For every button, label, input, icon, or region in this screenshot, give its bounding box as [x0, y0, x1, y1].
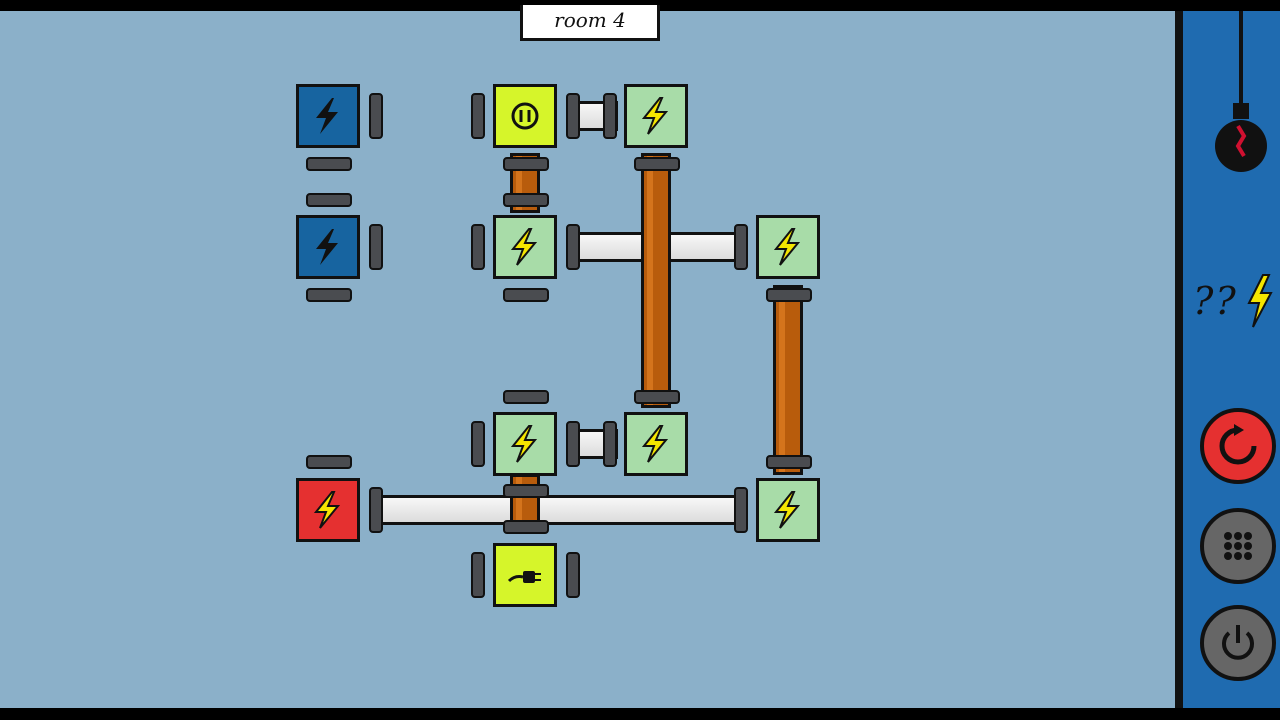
- reset-button[interactable]: [1200, 408, 1276, 484]
- bolt-black-icon: [316, 229, 338, 265]
- target-tile[interactable]: [493, 412, 557, 476]
- connector[interactable]: [566, 421, 580, 467]
- connector[interactable]: [369, 224, 383, 270]
- connector[interactable]: [766, 455, 812, 469]
- target-tile[interactable]: [756, 215, 820, 279]
- lightbulb-icon: [1215, 11, 1267, 172]
- connector[interactable]: [503, 288, 549, 302]
- connector[interactable]: [603, 421, 617, 467]
- connector[interactable]: [503, 157, 549, 171]
- connector[interactable]: [566, 93, 580, 139]
- grid-menu-icon: [1224, 532, 1252, 560]
- source-tile[interactable]: [296, 84, 360, 148]
- connector[interactable]: [369, 93, 383, 139]
- connector[interactable]: [634, 390, 680, 404]
- plug-icon: [507, 571, 541, 583]
- bolt-hint-icon: [1247, 274, 1273, 328]
- connector[interactable]: [503, 390, 549, 404]
- connector[interactable]: [566, 224, 580, 270]
- pipe-horizontal[interactable]: [373, 495, 748, 525]
- red-power-tile[interactable]: [296, 478, 360, 542]
- pipe-vertical[interactable]: [773, 285, 803, 475]
- pipe-vertical[interactable]: [641, 153, 671, 408]
- power-icon: [1222, 625, 1254, 660]
- bolt-yellow-icon: [313, 491, 341, 529]
- connector[interactable]: [471, 552, 485, 598]
- connector[interactable]: [471, 224, 485, 270]
- target-tile[interactable]: [624, 84, 688, 148]
- target-tile[interactable]: [493, 215, 557, 279]
- connector[interactable]: [471, 421, 485, 467]
- connector[interactable]: [306, 455, 352, 469]
- connector[interactable]: [471, 93, 485, 139]
- target-tile[interactable]: [624, 412, 688, 476]
- plug-tile[interactable]: [493, 543, 557, 607]
- bolt-yellow-icon: [641, 97, 669, 135]
- connector[interactable]: [566, 552, 580, 598]
- bolt-yellow-icon: [510, 425, 538, 463]
- connector[interactable]: [503, 193, 549, 207]
- pause-icon: [511, 102, 539, 130]
- connector[interactable]: [634, 157, 680, 171]
- hint-label[interactable]: ??: [1193, 279, 1238, 323]
- connector[interactable]: [503, 520, 549, 534]
- bolt-yellow-icon: [773, 228, 801, 266]
- connector[interactable]: [369, 487, 383, 533]
- connector[interactable]: [603, 93, 617, 139]
- room-title: room 4: [520, 5, 660, 41]
- connector[interactable]: [734, 224, 748, 270]
- menu-button[interactable]: [1200, 508, 1276, 584]
- target-tile[interactable]: [756, 478, 820, 542]
- connector[interactable]: [306, 288, 352, 302]
- sidebar: ??: [1175, 11, 1280, 708]
- connector[interactable]: [306, 193, 352, 207]
- bolt-yellow-icon: [641, 425, 669, 463]
- connector[interactable]: [766, 288, 812, 302]
- bolt-black-icon: [316, 98, 338, 134]
- connector[interactable]: [734, 487, 748, 533]
- connector[interactable]: [306, 157, 352, 171]
- power-button[interactable]: [1200, 605, 1276, 681]
- bolt-yellow-icon: [510, 228, 538, 266]
- reset-icon: [1219, 424, 1257, 465]
- connector[interactable]: [503, 484, 549, 498]
- pause-tile[interactable]: [493, 84, 557, 148]
- bolt-yellow-icon: [773, 491, 801, 529]
- source-tile[interactable]: [296, 215, 360, 279]
